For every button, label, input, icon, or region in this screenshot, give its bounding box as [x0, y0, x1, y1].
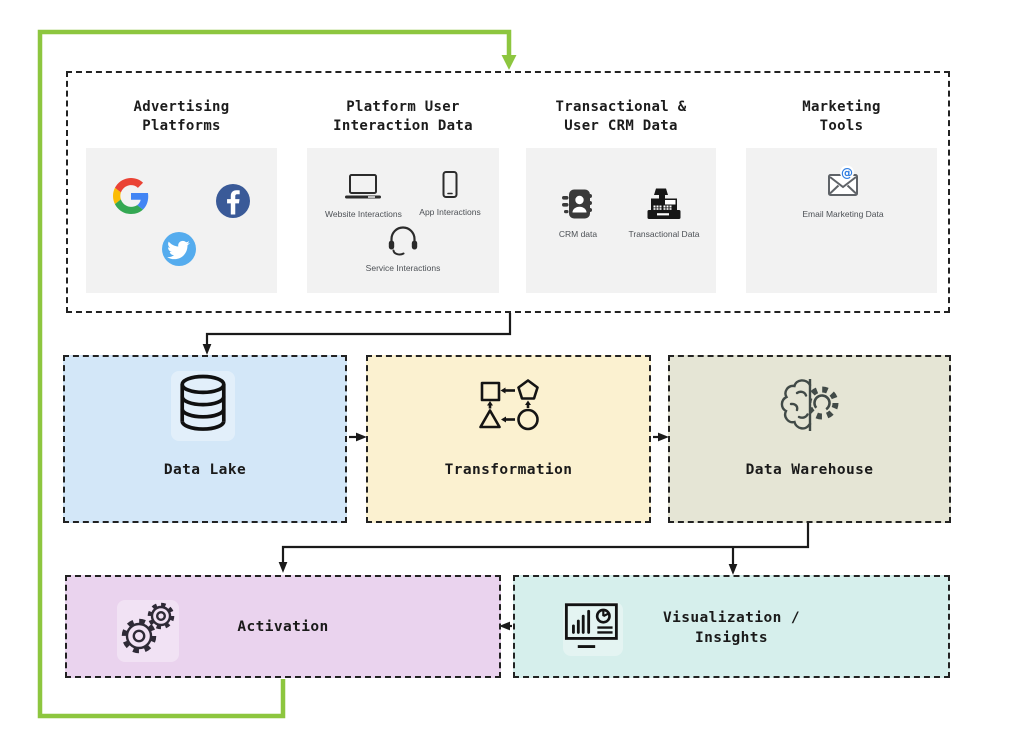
section-platform-user-interaction: Platform User Interaction Data Website I…	[307, 73, 499, 315]
twitter-icon	[162, 232, 196, 270]
stage-data-warehouse: Data Warehouse	[668, 355, 951, 523]
stage-label: Data Lake	[163, 462, 247, 478]
facebook-icon	[216, 184, 250, 222]
database-icon	[171, 371, 235, 441]
source-item: App Interactions	[415, 170, 485, 217]
source-item-label: Service Interactions	[365, 263, 441, 273]
section-transactional-crm: Transactional & User CRM Data	[526, 73, 716, 315]
section-panel: CRM data	[526, 148, 716, 293]
source-item: Transactional Data	[626, 188, 702, 239]
stage-label: Activation	[237, 619, 329, 635]
stage-activation: Activation	[65, 575, 501, 678]
stage-label: Transformation	[444, 462, 573, 478]
source-item: @ Email Marketing Data	[801, 164, 885, 219]
google-icon	[113, 178, 149, 218]
laptop-icon	[343, 174, 383, 206]
stage-visualization-insights: Visualization / Insights	[513, 575, 950, 678]
section-panel: @ Email Marketing Data	[746, 148, 937, 293]
gears-icon	[117, 600, 179, 662]
section-title: Advertising Platforms	[133, 99, 230, 134]
stage-label: Data Warehouse	[745, 462, 874, 478]
section-title: Platform User Interaction Data	[333, 99, 473, 134]
headset-icon	[385, 226, 421, 260]
stage-data-lake: Data Lake	[63, 355, 347, 523]
section-title: Marketing Tools	[802, 99, 881, 134]
email-at-icon: @	[823, 165, 863, 206]
brain-gear-icon	[776, 373, 844, 441]
data-sources-group: Advertising Platforms	[66, 71, 950, 313]
section-advertising-platforms: Advertising Platforms	[86, 73, 277, 315]
source-item: Service Interactions	[365, 224, 441, 273]
source-item-label: Website Interactions	[325, 209, 402, 219]
source-item-label: Transactional Data	[628, 229, 700, 239]
section-marketing-tools: Marketing Tools @ Email Marketing Data	[746, 73, 937, 315]
arrow-sources-to-datalake	[202, 313, 512, 355]
contact-book-icon	[560, 189, 596, 226]
arrow-warehouse-to-activation	[278, 523, 810, 573]
section-panel: Website Interactions App Interactions	[307, 148, 499, 293]
section-title: Transactional & User CRM Data	[555, 99, 687, 134]
source-item: CRM data	[548, 188, 608, 239]
shapes-transform-icon	[472, 377, 548, 441]
smartphone-icon	[442, 171, 458, 204]
dashboard-chart-icon	[563, 602, 623, 656]
source-item-label: CRM data	[558, 229, 598, 239]
source-item: Website Interactions	[325, 172, 402, 219]
cash-register-icon	[645, 188, 683, 226]
stage-label: Visualization / Insights	[663, 610, 800, 646]
stage-transformation: Transformation	[366, 355, 651, 523]
source-item-label: App Interactions	[419, 207, 481, 217]
section-panel	[86, 148, 277, 293]
source-item-label: Email Marketing Data	[802, 209, 884, 219]
svg-text:@: @	[841, 166, 853, 180]
